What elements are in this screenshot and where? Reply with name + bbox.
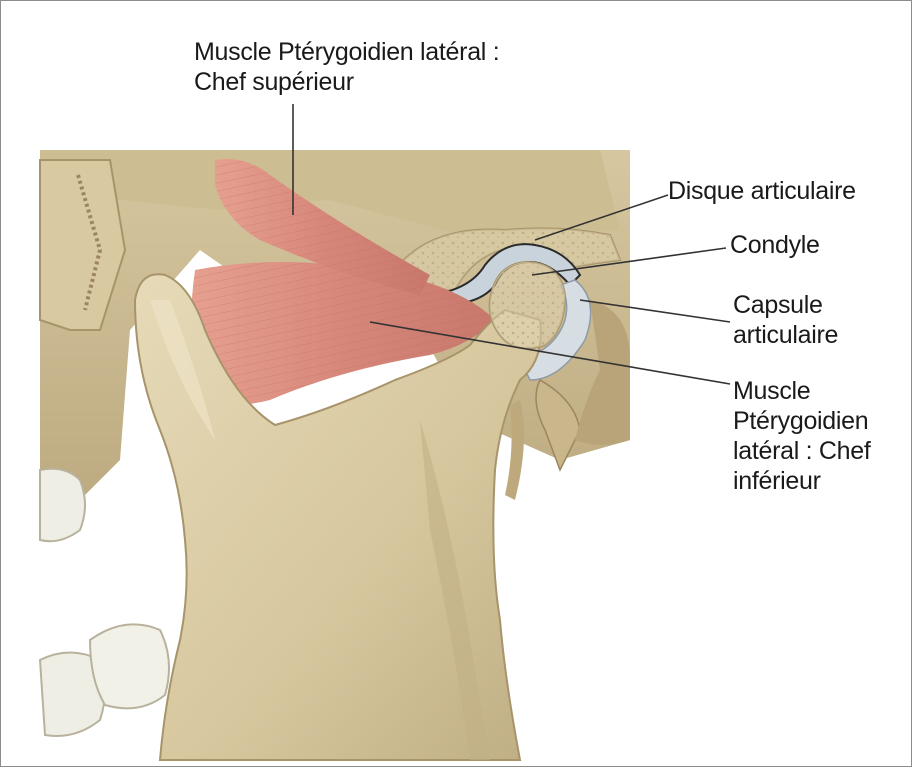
lower-molars bbox=[40, 624, 169, 736]
label-articular-capsule: Capsule articulaire bbox=[733, 290, 838, 350]
label-superior-head: Muscle Ptérygoidien latéral : Chef supér… bbox=[194, 37, 499, 97]
label-articular-disc: Disque articulaire bbox=[668, 176, 856, 206]
upper-tooth bbox=[40, 469, 85, 542]
label-inferior-head: Muscle Ptérygoidien latéral : Chef infér… bbox=[733, 376, 871, 496]
label-condyle: Condyle bbox=[730, 230, 820, 260]
